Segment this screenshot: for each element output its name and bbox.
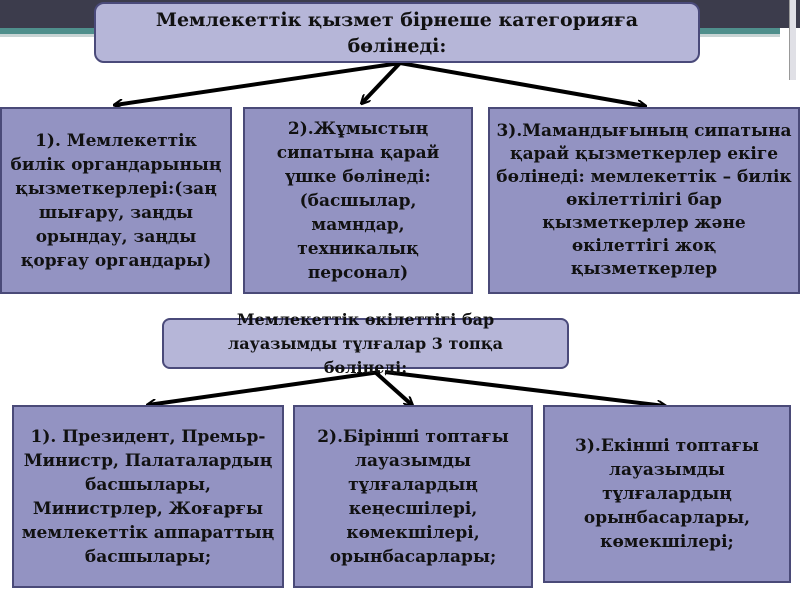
category-2-text: 2).Жұмыстың сипатына қарай үшке бөлінеді… [276, 118, 440, 283]
group-1-text: 1). Президент, Премьр-Министр, Палаталар… [21, 426, 275, 567]
category-box-3: 3).Мамандығының сипатына қарай қызметкер… [488, 107, 800, 294]
arrow-to-category-3 [399, 61, 645, 106]
arrow-to-category-1 [115, 61, 401, 105]
second-heading: Мемлекеттік өкілеттігі бар лауазымды тұл… [162, 310, 569, 377]
group-box-1: 1). Президент, Премьр-Министр, Палаталар… [12, 405, 284, 588]
arrow-to-category-2 [362, 61, 402, 103]
arrow-to-group-2 [373, 370, 412, 405]
category-box-1: 1). Мемлекеттік билік органдарының қызме… [0, 107, 232, 294]
arrow-to-group-3 [384, 370, 665, 406]
category-box-2: 2).Жұмыстың сипатына қарай үшке бөлінеді… [243, 107, 473, 294]
second-heading-text: Мемлекеттік өкілеттігі бар лауазымды тұл… [227, 309, 504, 377]
side-bar [789, 0, 796, 80]
category-3-text: 3).Мамандығының сипатына қарай қызметкер… [496, 121, 792, 279]
category-1-text: 1). Мемлекеттік билік органдарының қызме… [10, 130, 222, 271]
group-3-text: 3).Екінші топтағы лауазымды тұлғалардың … [575, 436, 759, 552]
group-box-3: 3).Екінші топтағы лауазымды тұлғалардың … [543, 405, 791, 583]
group-2-text: 2).Бірінші топтағы лауазымды тұлғалардың… [317, 426, 509, 567]
group-box-2: 2).Бірінші топтағы лауазымды тұлғалардың… [293, 405, 533, 588]
top-heading-text: Мемлекеттік қызмет бірнеше категорияға б… [155, 8, 639, 57]
top-heading: Мемлекеттік қызмет бірнеше категорияға б… [94, 2, 700, 63]
arrow-to-group-1 [148, 370, 381, 405]
